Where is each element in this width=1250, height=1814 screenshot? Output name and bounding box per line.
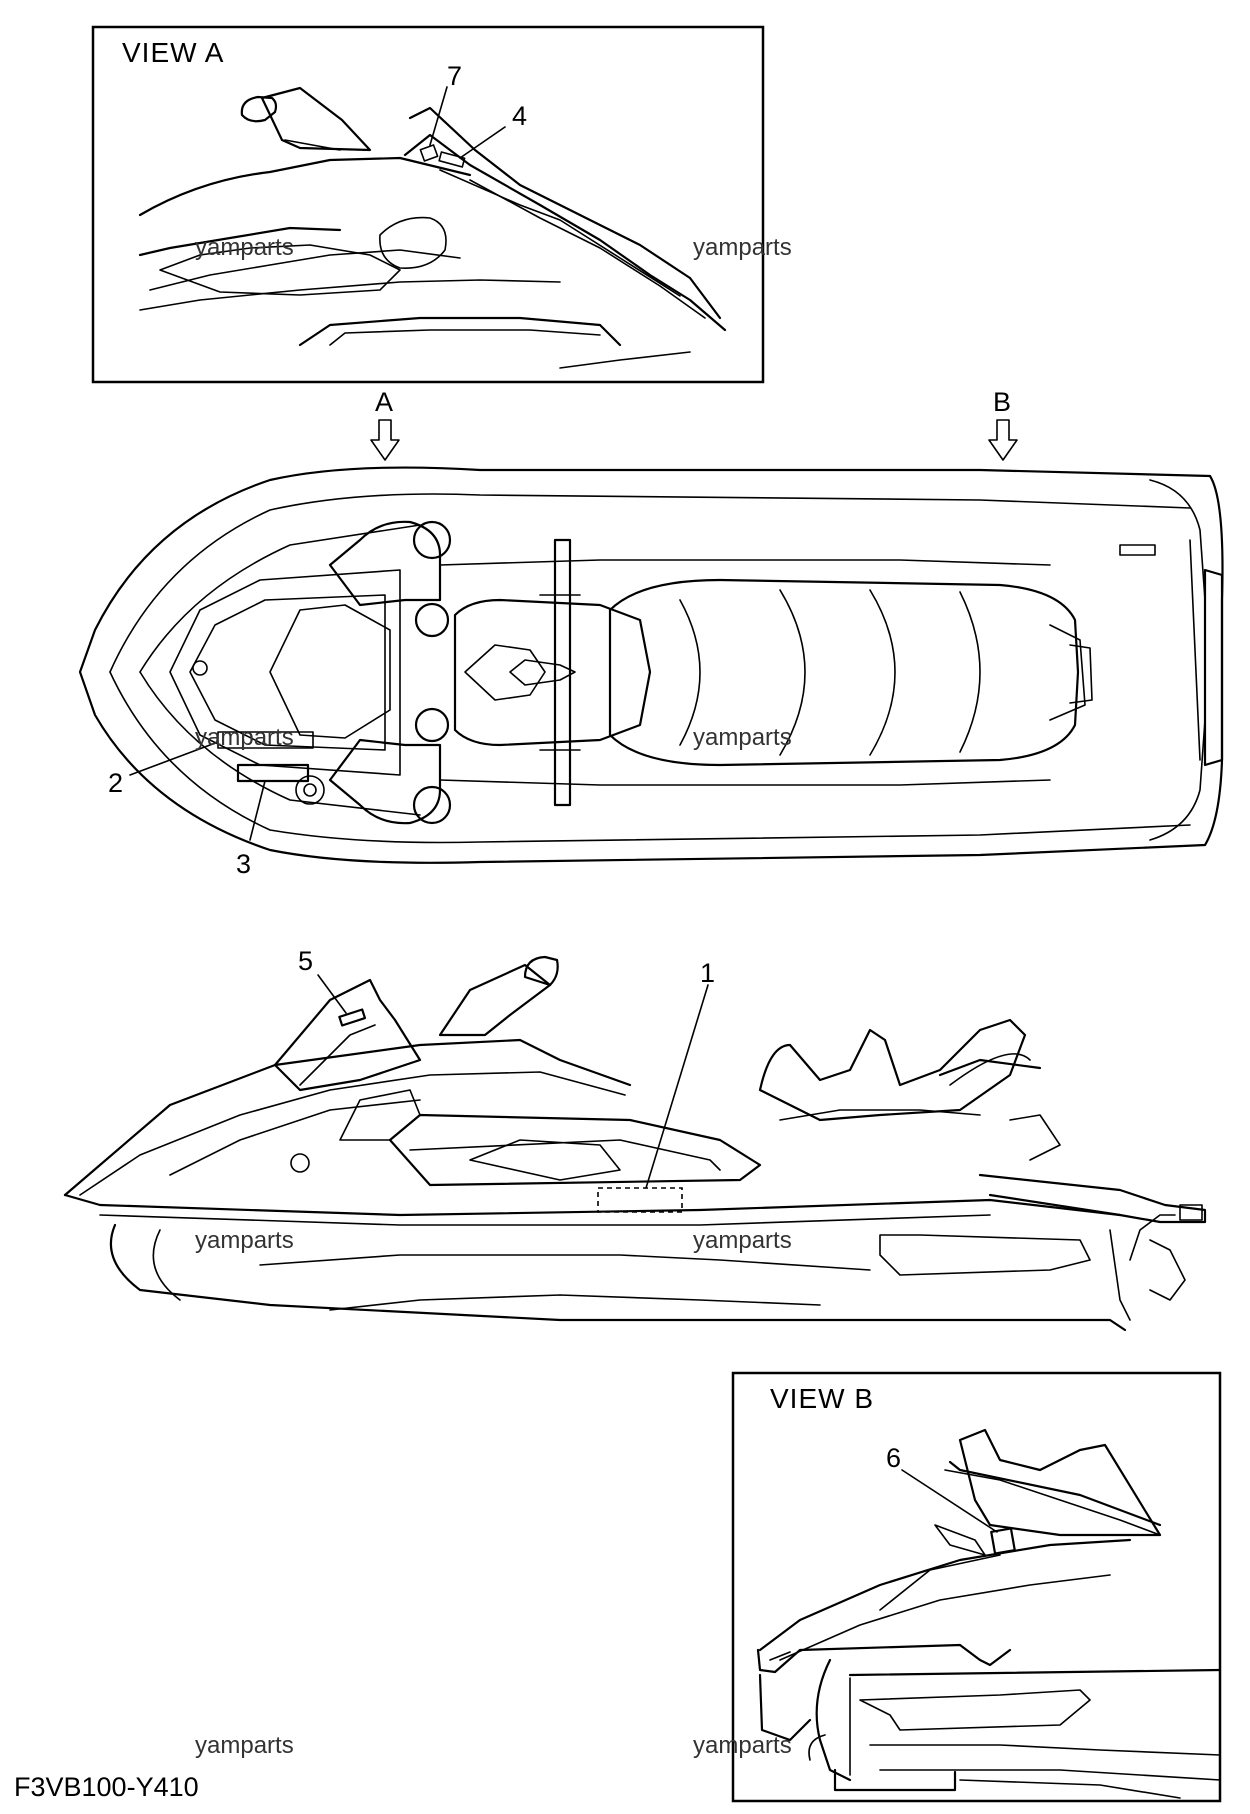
watermark: yamparts	[195, 1732, 294, 1759]
view-b-title: VIEW B	[770, 1383, 874, 1414]
callout-5: 5	[298, 946, 313, 976]
watermark: yamparts	[693, 724, 792, 751]
view-a-label-7-mark	[419, 144, 439, 162]
side-view: 5 1 yamparts yamparts	[63, 946, 1207, 1332]
arrow-b-label: B	[993, 387, 1011, 417]
watermark: yamparts	[195, 1227, 294, 1254]
diagram-code: F3VB100-Y410	[14, 1772, 199, 1802]
view-direction-arrows: A B	[370, 387, 1018, 461]
view-a-label-4-mark	[438, 151, 466, 168]
view-b-panel: VIEW B 6 yamparts	[693, 1371, 1222, 1803]
top-label-3-mark	[236, 763, 310, 783]
callout-6: 6	[886, 1443, 901, 1473]
callout-1: 1	[700, 958, 715, 988]
callout-2: 2	[108, 768, 123, 798]
arrow-a-icon	[370, 419, 400, 461]
view-a-frame	[91, 25, 765, 384]
top-view: 2 3 yamparts yamparts	[78, 466, 1224, 879]
side-label-5-mark	[338, 1008, 367, 1027]
side-label-1-mark	[597, 1187, 683, 1213]
view-a-title: VIEW A	[122, 37, 224, 68]
watermark: yamparts	[693, 1732, 792, 1759]
callout-7: 7	[447, 61, 462, 91]
view-b-frame	[731, 1371, 1222, 1803]
watermark: yamparts	[693, 1227, 792, 1254]
callout-3: 3	[236, 849, 251, 879]
watermark: yamparts	[195, 234, 294, 261]
arrow-b-icon	[988, 419, 1018, 461]
watermark: yamparts	[693, 234, 792, 261]
watermark: yamparts	[195, 724, 294, 751]
arrow-a-label: A	[375, 387, 393, 417]
view-b-label-6-mark	[990, 1527, 1016, 1555]
top-label-2-mark	[217, 731, 314, 749]
callout-4: 4	[512, 101, 527, 131]
view-a-panel: VIEW A 7 4 yamparts yamparts	[91, 25, 792, 384]
